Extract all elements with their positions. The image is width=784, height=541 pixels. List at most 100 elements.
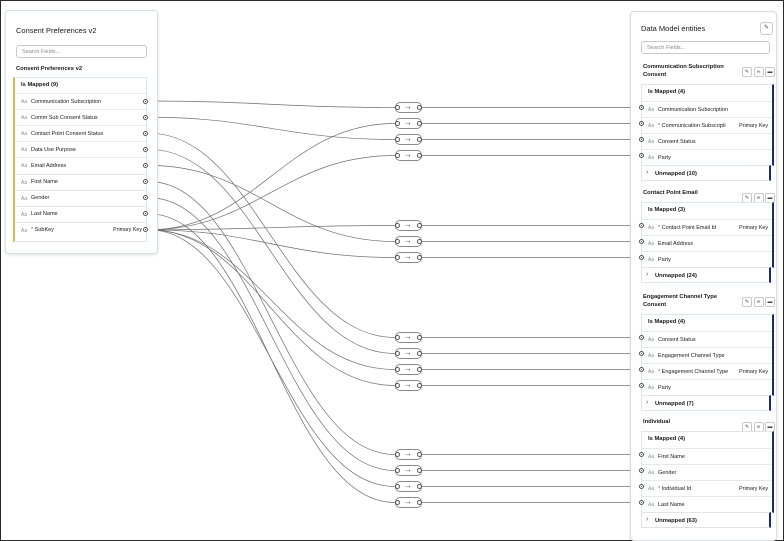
target-port[interactable] <box>638 500 644 505</box>
transform-node[interactable]: → <box>395 150 422 161</box>
transform-input-port[interactable] <box>395 452 400 457</box>
chevron-right-icon[interactable]: › <box>646 399 649 406</box>
transform-output-port[interactable] <box>417 121 422 126</box>
transform-output-port[interactable] <box>417 500 422 505</box>
transform-node[interactable]: → <box>395 220 422 231</box>
transform-input-port[interactable] <box>395 121 400 126</box>
transform-output-port[interactable] <box>417 223 422 228</box>
source-search-input[interactable]: Search Fields... <box>16 45 147 58</box>
target-port[interactable] <box>638 255 644 260</box>
transform-node[interactable]: → <box>395 364 422 375</box>
link-icon[interactable]: ∞ <box>753 67 764 77</box>
transform-output-port[interactable] <box>417 484 422 489</box>
transform-output-port[interactable] <box>417 383 422 388</box>
target-search-input[interactable]: Search Fields... <box>641 41 770 54</box>
source-port[interactable] <box>143 98 148 104</box>
target-port[interactable] <box>638 153 644 158</box>
target-port[interactable] <box>638 121 644 126</box>
transform-node[interactable]: → <box>395 481 422 492</box>
transform-input-port[interactable] <box>395 367 400 372</box>
transform-output-port[interactable] <box>417 468 422 473</box>
source-port[interactable] <box>143 179 148 184</box>
target-port[interactable] <box>638 137 644 142</box>
transform-input-port[interactable] <box>395 137 400 142</box>
link-icon[interactable]: ∞ <box>753 297 764 307</box>
target-port[interactable] <box>638 452 644 457</box>
transform-input-port[interactable] <box>395 255 400 260</box>
transform-input-port[interactable] <box>395 484 400 489</box>
target-port[interactable] <box>638 383 644 388</box>
transform-input-port[interactable] <box>395 223 400 228</box>
transform-input-port[interactable] <box>395 153 400 158</box>
transform-output-port[interactable] <box>417 105 422 110</box>
transform-input-port[interactable] <box>395 239 400 244</box>
chevron-right-icon[interactable]: › <box>646 169 649 176</box>
target-port[interactable] <box>638 105 644 110</box>
target-port[interactable] <box>638 468 644 473</box>
source-port[interactable] <box>143 195 148 201</box>
transform-node[interactable]: → <box>395 236 422 247</box>
target-port[interactable] <box>638 484 644 489</box>
pencil-icon[interactable]: ✎ <box>742 67 752 77</box>
source-port[interactable] <box>143 146 148 152</box>
trash-icon[interactable]: ▬ <box>765 67 775 77</box>
source-port[interactable] <box>143 211 148 217</box>
target-port[interactable] <box>638 351 644 356</box>
source-port[interactable] <box>143 114 148 120</box>
chevron-right-icon[interactable]: › <box>646 271 649 278</box>
transform-node[interactable]: → <box>395 134 422 145</box>
target-port[interactable] <box>638 239 644 244</box>
transform-node[interactable]: → <box>395 332 422 343</box>
pencil-icon[interactable]: ✎ <box>760 22 773 35</box>
transform-output-port[interactable] <box>417 452 422 457</box>
transform-output-port[interactable] <box>417 153 422 158</box>
target-port[interactable] <box>638 367 644 372</box>
transform-node[interactable]: → <box>395 348 422 359</box>
transform-output-port[interactable] <box>417 239 422 244</box>
source-port[interactable] <box>143 162 148 168</box>
transform-input-port[interactable] <box>395 351 400 356</box>
transform-input-port[interactable] <box>395 468 400 473</box>
transform-output-port[interactable] <box>417 351 422 356</box>
trash-icon[interactable]: ▬ <box>765 297 775 307</box>
unmapped-group[interactable]: ›Unmapped (24) <box>641 267 771 283</box>
target-port[interactable] <box>638 335 644 340</box>
transform-output-port[interactable] <box>417 137 422 142</box>
chevron-right-icon[interactable]: › <box>646 516 649 523</box>
source-port[interactable] <box>143 227 148 233</box>
transform-output-port[interactable] <box>417 335 422 340</box>
target-port[interactable] <box>638 223 644 228</box>
transform-input-port[interactable] <box>395 105 400 110</box>
transform-node[interactable]: → <box>395 102 422 113</box>
transform-node[interactable]: → <box>395 380 422 391</box>
source-port[interactable] <box>143 130 148 136</box>
transform-node[interactable]: → <box>395 252 422 263</box>
transform-output-port[interactable] <box>417 255 422 260</box>
unmapped-group[interactable]: ›Unmapped (7) <box>641 395 771 411</box>
pencil-icon[interactable]: ✎ <box>742 297 752 307</box>
transform-node[interactable]: → <box>395 449 422 460</box>
transform-node[interactable]: → <box>395 118 422 129</box>
transform-input-port[interactable] <box>395 383 400 388</box>
transform-node[interactable]: → <box>395 465 422 476</box>
